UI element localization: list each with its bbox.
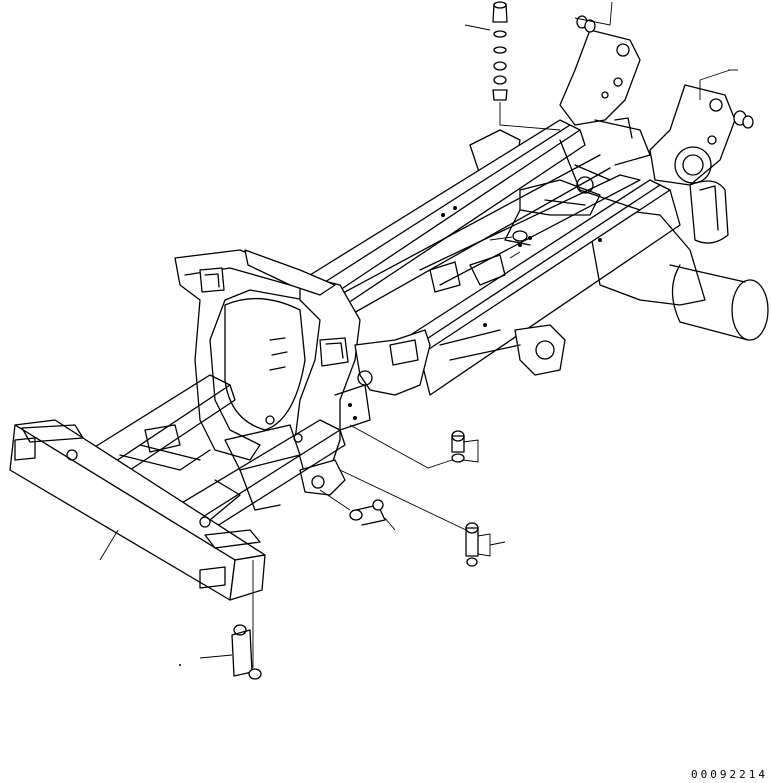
- rear-right-bracket: [650, 70, 753, 185]
- bolt-pair-lower: [340, 470, 505, 566]
- rear-left-bracket: [560, 2, 650, 165]
- bolt-pair-bottom: [179, 560, 261, 679]
- rear-axle-assembly: [470, 130, 768, 340]
- center-plug: [490, 231, 527, 241]
- pin-assembly: [320, 490, 395, 530]
- front-bumper: [10, 420, 265, 600]
- part-code-label: 00092214: [691, 768, 768, 781]
- bolt-pair-right: [350, 425, 478, 468]
- side-rails: [310, 120, 680, 395]
- leader-bumper: [100, 530, 118, 560]
- leader-center: [510, 252, 520, 258]
- front-arch: [175, 250, 430, 495]
- plug-stack: [465, 2, 560, 130]
